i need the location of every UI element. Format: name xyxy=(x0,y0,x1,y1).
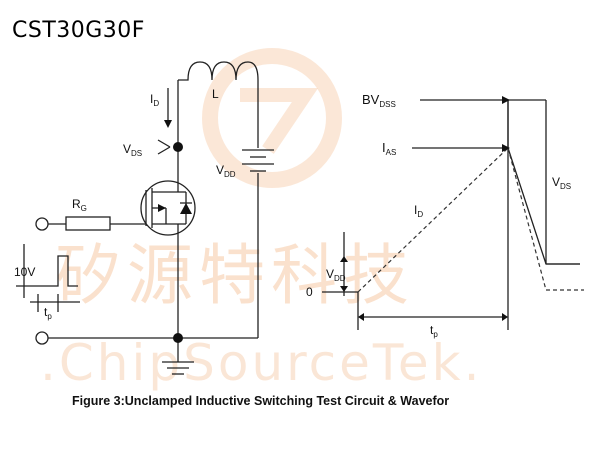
label-ias: IAS xyxy=(382,140,396,157)
watermark-logo-ring xyxy=(202,48,342,188)
tp-arrow-left xyxy=(358,313,364,321)
input-terminal-bottom xyxy=(35,331,49,345)
waveform-arrowheads xyxy=(340,96,510,321)
ias-arrow-head xyxy=(502,144,510,152)
label-zero: 0 xyxy=(306,285,313,299)
drain-node xyxy=(173,142,183,152)
bottom-node xyxy=(173,333,183,343)
diode-triangle xyxy=(180,203,192,214)
figure-caption: Figure 3:Unclamped Inductive Switching T… xyxy=(72,394,450,408)
vds-pointer-1 xyxy=(157,139,171,148)
id-fall xyxy=(507,147,547,291)
bvdss-arrow-head xyxy=(502,96,510,104)
label-vds-circuit: VDS xyxy=(123,142,142,158)
label-rg: RG xyxy=(72,197,87,213)
label-inductor: L xyxy=(212,87,219,101)
watermark-logo-mark xyxy=(240,88,319,154)
test-circuit xyxy=(16,61,274,375)
vds-pointer-2 xyxy=(157,146,171,155)
vdd-arrow-up xyxy=(340,256,348,262)
gate-resistor xyxy=(65,216,111,231)
mosfet-body xyxy=(140,180,196,236)
label-id-wave: ID xyxy=(414,203,423,219)
label-vds-wave: VDS xyxy=(552,175,571,191)
input-terminal-top xyxy=(35,217,49,231)
watermark-cn: 矽源特科技 xyxy=(55,237,415,314)
label-tp-wave: tp xyxy=(430,323,438,339)
input-pulse xyxy=(16,255,78,287)
id-arrow-head xyxy=(164,120,172,128)
id-ramp xyxy=(357,147,509,293)
label-id: ID xyxy=(150,92,159,108)
label-bvdss: BVDSS xyxy=(362,92,396,109)
tp-arrow-right xyxy=(502,313,508,321)
uis-waveform xyxy=(322,99,580,330)
inductor-coil xyxy=(178,61,259,81)
vdd-arrow-down xyxy=(340,286,348,292)
mosfet-arrow xyxy=(158,204,166,212)
label-vdd-circuit: VDD xyxy=(216,163,236,179)
watermark: 矽源特科技 .ChipSourceTek. xyxy=(40,48,483,392)
label-pulse-amp: 10V xyxy=(14,265,35,279)
circuit-fills xyxy=(158,120,192,343)
label-vdd-wave: VDD xyxy=(326,267,346,283)
label-tp-circuit: tp xyxy=(44,305,52,321)
uis-waveform-dashed xyxy=(357,147,584,293)
watermark-en: .ChipSourceTek. xyxy=(40,334,483,392)
part-number: CST30G30F xyxy=(12,18,145,43)
